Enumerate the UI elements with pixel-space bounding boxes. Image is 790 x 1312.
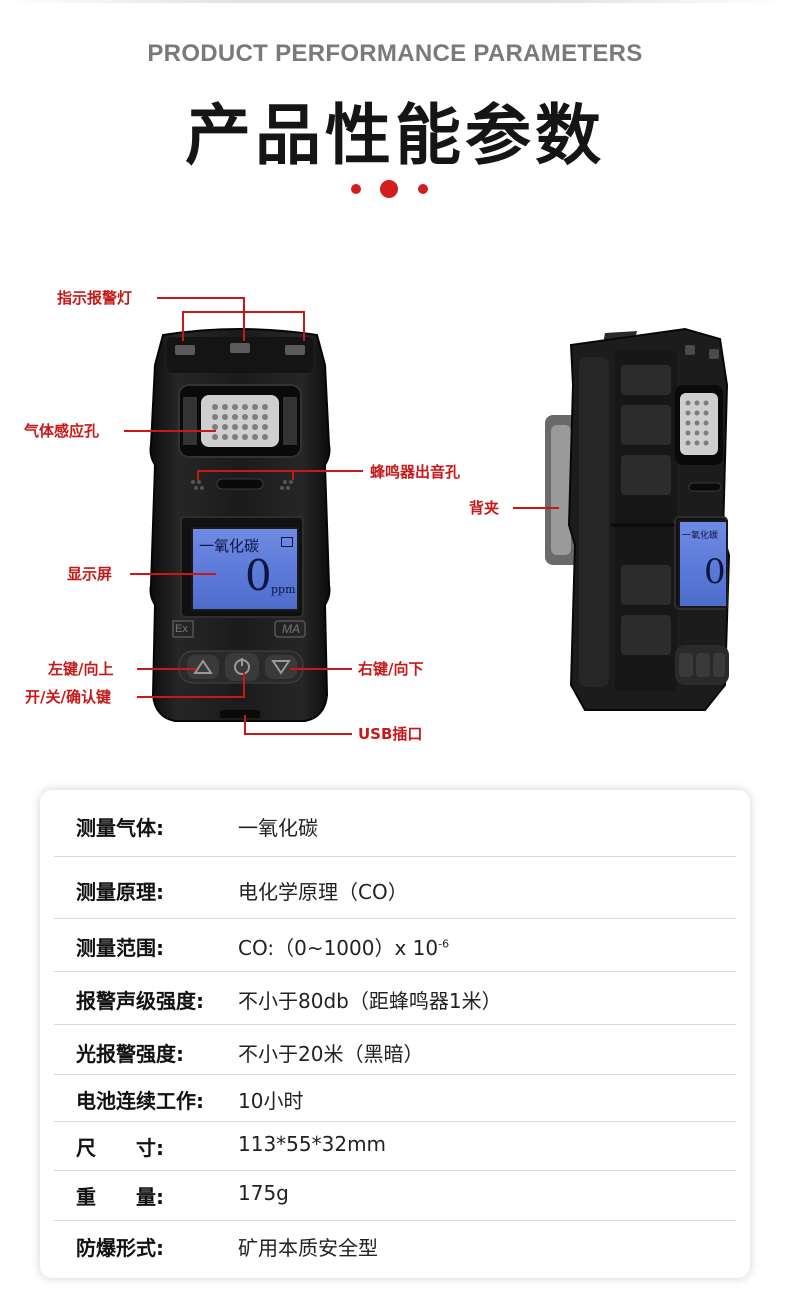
- callout-line: [292, 470, 294, 480]
- callout-line: [197, 470, 363, 472]
- device-front-image: [149, 328, 331, 722]
- spec-value: 10小时: [238, 1089, 304, 1113]
- battery-icon: [281, 537, 293, 547]
- row-divider: [54, 1220, 736, 1221]
- row-divider: [54, 1024, 736, 1025]
- spec-value: 175g: [238, 1181, 289, 1205]
- callout-line: [130, 573, 216, 575]
- row-divider: [54, 918, 736, 919]
- spec-table: 测量气体: 一氧化碳 测量原理: 电化学原理（CO） 测量范围: CO:（0~1…: [40, 790, 750, 1278]
- spec-label: 测量范围:: [76, 936, 164, 960]
- device-side-image: [545, 327, 731, 711]
- decorative-dots: [0, 178, 790, 198]
- callout-line: [182, 311, 184, 341]
- spec-label: 尺 寸:: [76, 1136, 164, 1160]
- row-divider: [54, 1170, 736, 1171]
- side-device-display: 一氧化碳 0: [678, 520, 728, 608]
- callout-buzzer-outlet: 蜂鸣器出音孔: [370, 463, 461, 481]
- spec-label: 报警声级强度:: [76, 989, 204, 1013]
- screen-unit: ppm: [271, 583, 296, 596]
- dot-center: [380, 180, 398, 198]
- spec-value-text: CO:（0~1000）x 10: [238, 936, 439, 960]
- spec-label: 测量原理:: [76, 880, 164, 904]
- spec-value: CO:（0~1000）x 10-6: [238, 932, 449, 961]
- device-display: 一氧化碳 0 ppm: [191, 527, 299, 611]
- callout-back-clip: 背夹: [469, 499, 500, 517]
- callout-line: [243, 672, 245, 698]
- callout-gas-inlet: 气体感应孔: [24, 422, 100, 440]
- callout-display: 显示屏: [67, 565, 113, 583]
- spec-label: 测量气体:: [76, 816, 164, 840]
- ma-badge: MA: [282, 622, 300, 636]
- page-title: 产品性能参数: [185, 97, 605, 174]
- callout-line: [244, 715, 246, 735]
- spec-value: 不小于20米（黑暗）: [238, 1042, 424, 1066]
- spec-label: 光报警强度:: [76, 1042, 184, 1066]
- spec-value: 不小于80db（距蜂鸣器1米）: [238, 989, 502, 1013]
- callout-usb-port: USB插口: [358, 725, 423, 743]
- top-rule: [0, 0, 790, 3]
- callout-line: [303, 311, 305, 341]
- row-divider: [54, 1121, 736, 1122]
- spec-value-exponent: -6: [438, 937, 450, 951]
- spec-label: 电池连续工作:: [76, 1089, 204, 1113]
- dot-right: [418, 184, 428, 194]
- spec-label: 防爆形式:: [76, 1236, 164, 1260]
- spec-value: 一氧化碳: [238, 816, 318, 840]
- callout-line: [137, 696, 244, 698]
- callout-line: [197, 470, 199, 480]
- callout-line: [137, 668, 197, 670]
- callout-line: [124, 430, 216, 432]
- callout-right-down-key: 右键/向下: [358, 660, 424, 678]
- spec-value: 矿用本质安全型: [238, 1236, 378, 1260]
- spec-value: 电化学原理（CO）: [238, 880, 408, 904]
- row-divider: [54, 971, 736, 972]
- side-screen-gas-name: 一氧化碳: [682, 531, 719, 541]
- callout-line: [157, 297, 244, 299]
- callout-line: [243, 297, 245, 341]
- spec-label: 重 量:: [76, 1185, 164, 1209]
- callout-power-key: 开/关/确认键: [25, 688, 111, 706]
- callout-line: [244, 733, 352, 735]
- dot-left: [351, 184, 361, 194]
- screen-value: 0: [245, 551, 272, 600]
- callout-indicator-light: 指示报警灯: [57, 289, 133, 307]
- side-screen-value: 0: [704, 552, 726, 592]
- spec-value: 113*55*32mm: [238, 1132, 387, 1156]
- screen-gas-name: 一氧化碳: [199, 537, 260, 555]
- callout-line: [290, 668, 352, 670]
- callout-line: [513, 507, 559, 509]
- row-divider: [54, 856, 736, 857]
- callout-left-up-key: 左键/向上: [48, 660, 114, 678]
- english-title: PRODUCT PERFORMANCE PARAMETERS: [147, 40, 643, 67]
- row-divider: [54, 1074, 736, 1075]
- ex-badge: Ex: [175, 623, 188, 635]
